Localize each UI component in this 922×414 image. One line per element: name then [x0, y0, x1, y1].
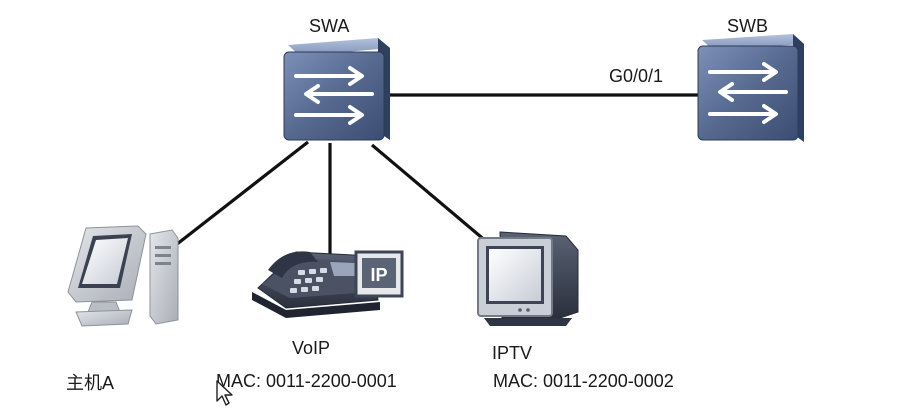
- swb-label: SWB: [727, 16, 769, 36]
- swa-label: SWA: [309, 16, 350, 36]
- iptv-label: IPTV: [492, 343, 533, 363]
- mouse-pointer-icon: [216, 380, 233, 406]
- link-swa-host-a: [171, 140, 309, 250]
- pc-icon[interactable]: [67, 225, 179, 327]
- switch-swa-icon[interactable]: [283, 38, 390, 141]
- ip-badge-icon: IP: [354, 250, 404, 298]
- port-label-g0-0-1: G0/0/1: [609, 66, 664, 86]
- host-a-label: 主机A: [66, 373, 115, 393]
- voip-phone-icon[interactable]: [252, 251, 380, 318]
- iptv-mac-label: MAC: 0011-2200-0002: [493, 371, 674, 391]
- ip-badge-text: IP: [370, 265, 387, 285]
- switch-swb-icon[interactable]: [697, 34, 804, 142]
- link-swa-iptv: [370, 143, 489, 244]
- voip-label: VoIP: [292, 338, 331, 358]
- voip-mac-label: MAC: 0011-2200-0001: [216, 371, 397, 391]
- tv-icon[interactable]: [477, 231, 579, 326]
